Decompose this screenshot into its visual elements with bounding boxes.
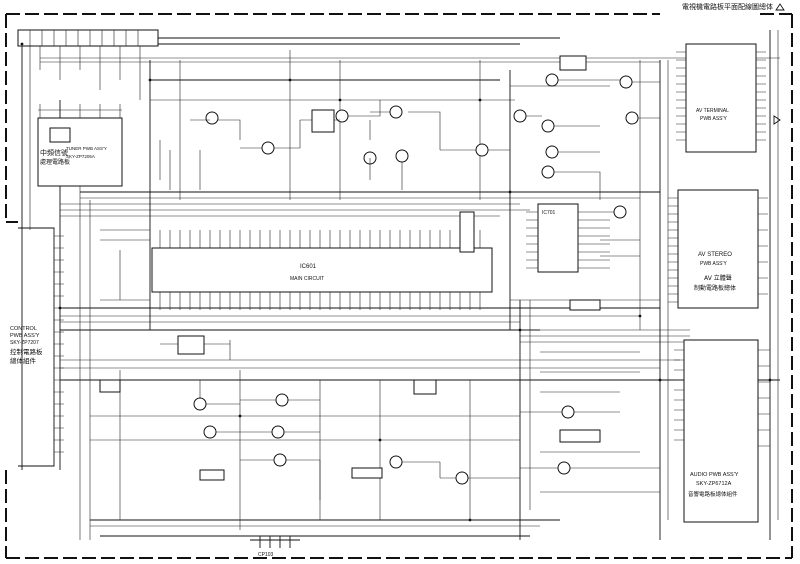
- av-stereo-module: AV STEREO PWB ASS'Y AV 立體聲 制動電路板總体: [668, 189, 768, 309]
- av-stereo-cn-line1: AV 立體聲: [704, 274, 732, 282]
- av-terminal-line1: AV TERMINAL: [696, 108, 729, 114]
- tuner-en-line1: TUNER PWB ASS'Y: [66, 146, 107, 151]
- audio-en-line1: AUDIO PWB ASS'Y: [690, 472, 739, 478]
- tuner-cn-line2: 處理電路板: [40, 158, 70, 166]
- control-cn-line1: 控制電路板: [10, 347, 43, 356]
- control-module: CONTROL PWB ASS'Y SKY-ZP7207 控制電路板 總体組件: [10, 227, 64, 467]
- audio-module: AUDIO PWB ASS'Y SKY-ZP6712A 音響電路板總体組件: [674, 339, 770, 523]
- main-ic-label: IC601: [300, 264, 317, 270]
- wiring-detail: [100, 79, 660, 500]
- main-ic: IC601 MAIN CIRCUIT: [151, 230, 493, 310]
- right-ic-label: IC701: [542, 210, 556, 216]
- board-boundaries: [5, 13, 793, 559]
- bottom-connector: CP103: [250, 536, 300, 558]
- control-en-line1: CONTROL: [10, 326, 37, 332]
- av-stereo-en-line1: AV STEREO: [698, 252, 732, 258]
- bus-lines: [22, 37, 780, 537]
- av-terminal-line2: PWB ASS'Y: [700, 116, 727, 122]
- audio-en-line2: SKY-ZP6712A: [696, 481, 732, 487]
- av-stereo-cn-line2: 制動電路板總体: [694, 284, 736, 292]
- tuner-module: 中頻信號 處理電路板 TUNER PWB ASS'Y SKY-ZP7205A: [37, 104, 123, 187]
- edge-arrows: [773, 3, 785, 125]
- vertical-lines: [21, 30, 779, 540]
- main-bus-label: MAIN CIRCUIT: [290, 276, 324, 282]
- right-ic: IC701: [526, 203, 610, 273]
- audio-cn-line1: 音響電路板總体組件: [688, 490, 738, 498]
- sheet-title: 電視機電路板平面配線圖總体: [682, 2, 773, 11]
- control-en-line3: SKY-ZP7207: [10, 340, 39, 346]
- component-boxes: [99, 55, 601, 481]
- connector-strip-top: [17, 29, 159, 100]
- av-stereo-en-line2: PWB ASS'Y: [700, 261, 727, 267]
- av-terminal-module: AV TERMINAL PWB ASS'Y: [676, 43, 766, 153]
- bottom-connector-label: CP103: [258, 552, 274, 558]
- tuner-cn-line1: 中頻信號: [40, 148, 68, 157]
- control-cn-line2: 總体組件: [10, 356, 37, 365]
- tuner-en-line2: SKY-ZP7205A: [66, 154, 95, 159]
- control-en-line2: PWB ASS'Y: [10, 333, 40, 339]
- junction-dots: [20, 42, 772, 522]
